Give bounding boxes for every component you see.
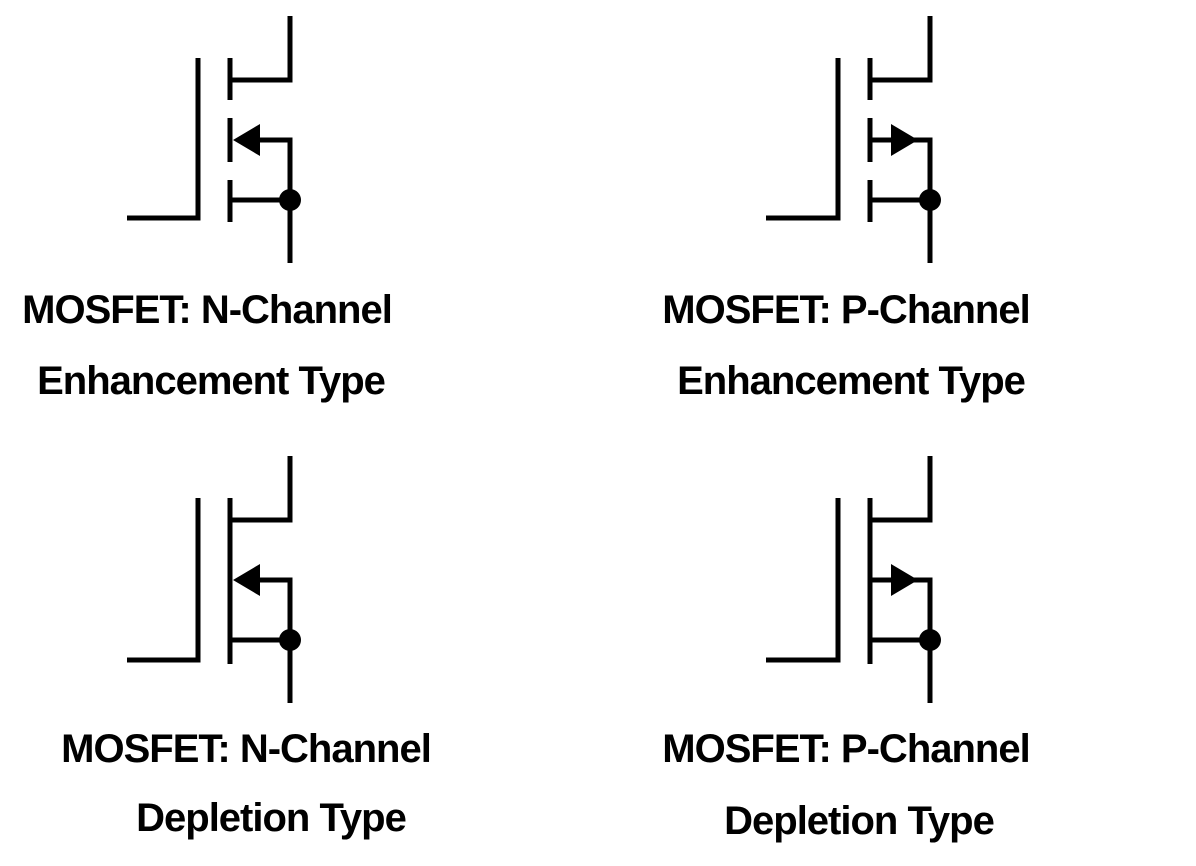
gate-lead [127,58,201,221]
symbol-n-channel-depletion [127,456,301,703]
gate-lead [127,498,201,663]
arrow-inward-icon [233,124,260,156]
gate-lead [766,58,841,221]
body-lead [870,577,933,640]
junction-dot [919,629,941,651]
source-lead [230,197,293,263]
body-lead [870,137,933,200]
caption-p-enhancement-line2: Enhancement Type [677,359,1025,403]
arrow-outward-icon [891,124,918,156]
arrow-inward-icon [233,564,260,596]
gate-lead [766,498,841,663]
junction-dot [919,189,941,211]
caption-n-depletion-line2: Depletion Type [136,796,406,840]
source-lead [870,637,933,703]
symbol-p-channel-enhancement [766,16,941,263]
junction-dot [279,629,301,651]
source-lead [870,197,933,263]
caption-p-depletion-line2: Depletion Type [724,799,994,843]
source-lead [230,637,293,703]
caption-p-enhancement-line1: MOSFET: P-Channel [662,288,1029,332]
caption-n-enhancement-line1: MOSFET: N-Channel [22,288,392,332]
drain-lead [870,456,933,523]
drain-lead [230,16,293,83]
arrow-outward-icon [891,564,918,596]
junction-dot [279,189,301,211]
drain-lead [230,456,293,523]
caption-n-enhancement-line2: Enhancement Type [37,359,385,403]
drain-lead [870,16,933,83]
caption-p-depletion-line1: MOSFET: P-Channel [662,727,1029,771]
body-lead [258,577,293,640]
symbol-p-channel-depletion [766,456,941,703]
body-lead [258,137,293,200]
symbol-n-channel-enhancement [127,16,301,263]
caption-n-depletion-line1: MOSFET: N-Channel [61,727,431,771]
